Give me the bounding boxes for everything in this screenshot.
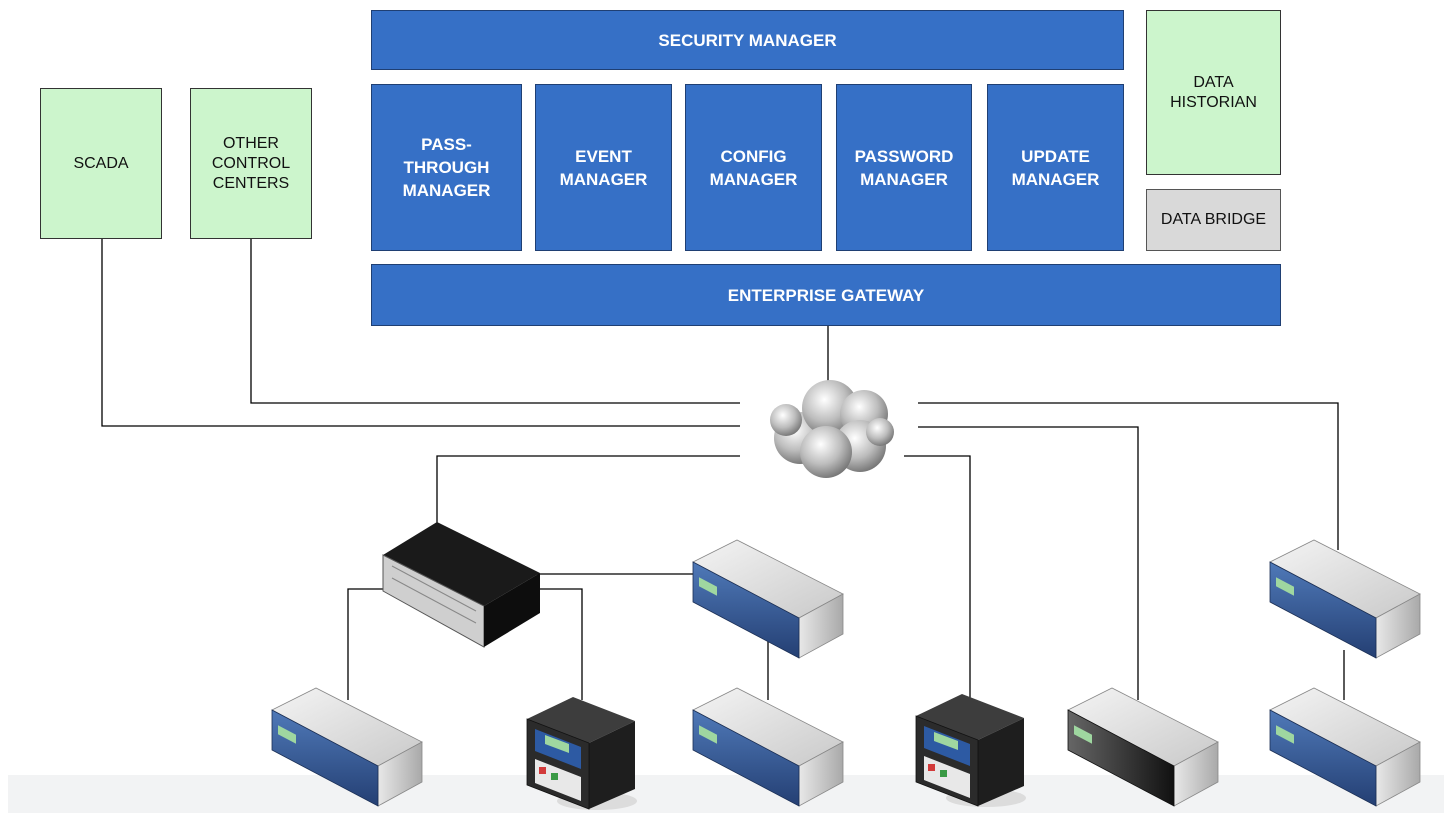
connector-gateway-left-rack: [347, 588, 390, 700]
event-manager-box: EVENT MANAGER: [535, 84, 672, 251]
connector-other-control-centers: [250, 238, 740, 404]
connector-scada: [101, 238, 740, 427]
dark-rack-server-icon: [1067, 687, 1219, 807]
cloud-icon: [770, 380, 894, 478]
rack-server-icon: [692, 687, 844, 807]
pass-through-manager-box: PASS- THROUGH MANAGER: [371, 84, 522, 251]
connector-cloud-gateway-device: [436, 455, 740, 530]
security-manager-box: SECURITY MANAGER: [371, 10, 1124, 70]
protective-relay-icon: [526, 697, 637, 810]
other-control-centers-box: OTHER CONTROL CENTERS: [190, 88, 312, 239]
black-rack-server-icon: [382, 522, 540, 648]
connector-cloud-dark-rack: [918, 426, 1139, 700]
data-bridge-box: DATA BRIDGE: [1146, 189, 1281, 251]
protective-relay-icon: [915, 694, 1026, 807]
scada-box: SCADA: [40, 88, 162, 239]
rack-server-icon: [1269, 687, 1421, 807]
password-manager-box: PASSWORD MANAGER: [836, 84, 972, 251]
data-historian-box: DATA HISTORIAN: [1146, 10, 1281, 175]
update-manager-box: UPDATE MANAGER: [987, 84, 1124, 251]
connector-cloud-relay-right: [904, 455, 971, 700]
connector-cloud-far-right-rack: [918, 402, 1339, 550]
config-manager-box: CONFIG MANAGER: [685, 84, 822, 251]
connector-gateway-relay: [532, 588, 583, 700]
rack-server-icon: [271, 687, 423, 807]
enterprise-gateway-box: ENTERPRISE GATEWAY: [371, 264, 1281, 326]
rack-server-icon: [692, 539, 844, 659]
rack-server-icon: [1269, 539, 1421, 659]
